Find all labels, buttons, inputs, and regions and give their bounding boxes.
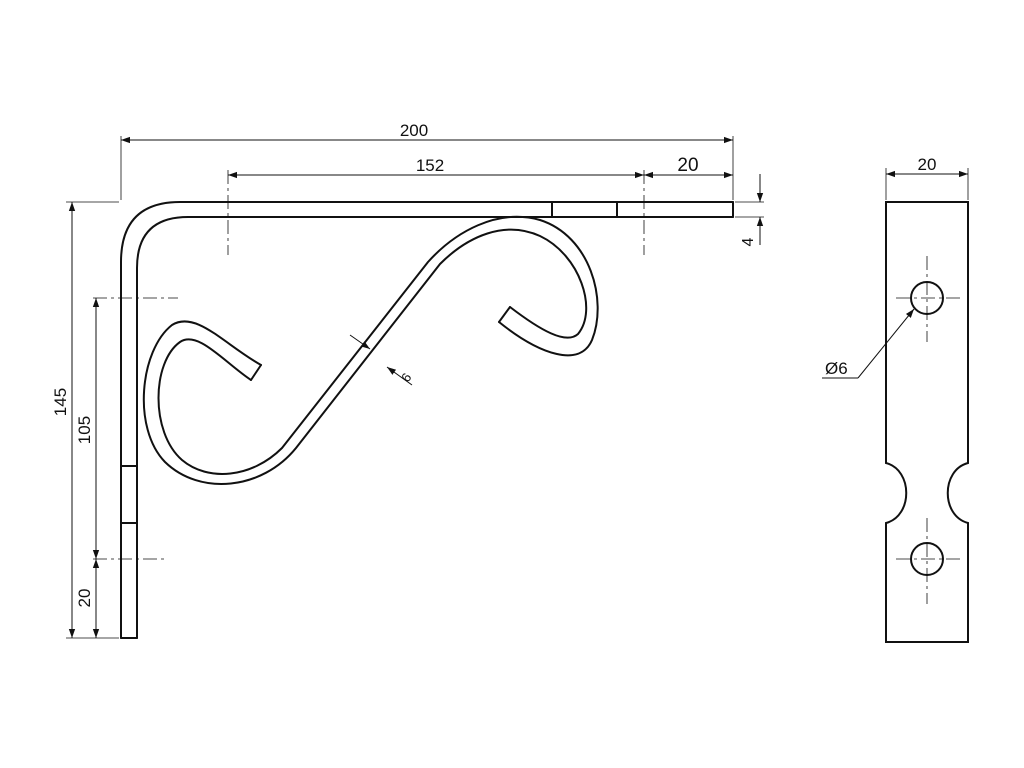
dimension-overall-length: 200 xyxy=(400,121,428,140)
bracket-side-view: 200 152 20 4 145 105 20 6 xyxy=(51,121,764,639)
dimension-overall-height: 145 xyxy=(51,388,70,416)
dimension-line-scroll-width xyxy=(386,366,413,386)
bracket-inner-edge xyxy=(136,216,734,639)
leader-line xyxy=(857,308,915,379)
scroll-outer-edge xyxy=(142,228,588,485)
dimension-thickness: 4 xyxy=(740,237,757,246)
dimension-end-offset: 20 xyxy=(677,155,698,176)
scroll-inner-edge xyxy=(157,215,599,475)
dimension-hole-spacing: 152 xyxy=(416,156,444,175)
plate-front-view: 20 Ø6 xyxy=(822,155,969,643)
dimension-bottom-offset: 20 xyxy=(75,589,94,608)
dimension-hole-diameter: Ø6 xyxy=(825,359,848,378)
dimension-vertical-hole-spacing: 105 xyxy=(75,416,94,444)
scroll-end-cap xyxy=(498,306,511,323)
scroll-end-cap xyxy=(250,364,262,381)
dimension-scroll-width: 6 xyxy=(398,370,414,385)
bracket-outer-edge xyxy=(120,201,734,639)
dimension-plate-width: 20 xyxy=(918,155,937,174)
dimension-line-scroll-width xyxy=(349,334,371,350)
